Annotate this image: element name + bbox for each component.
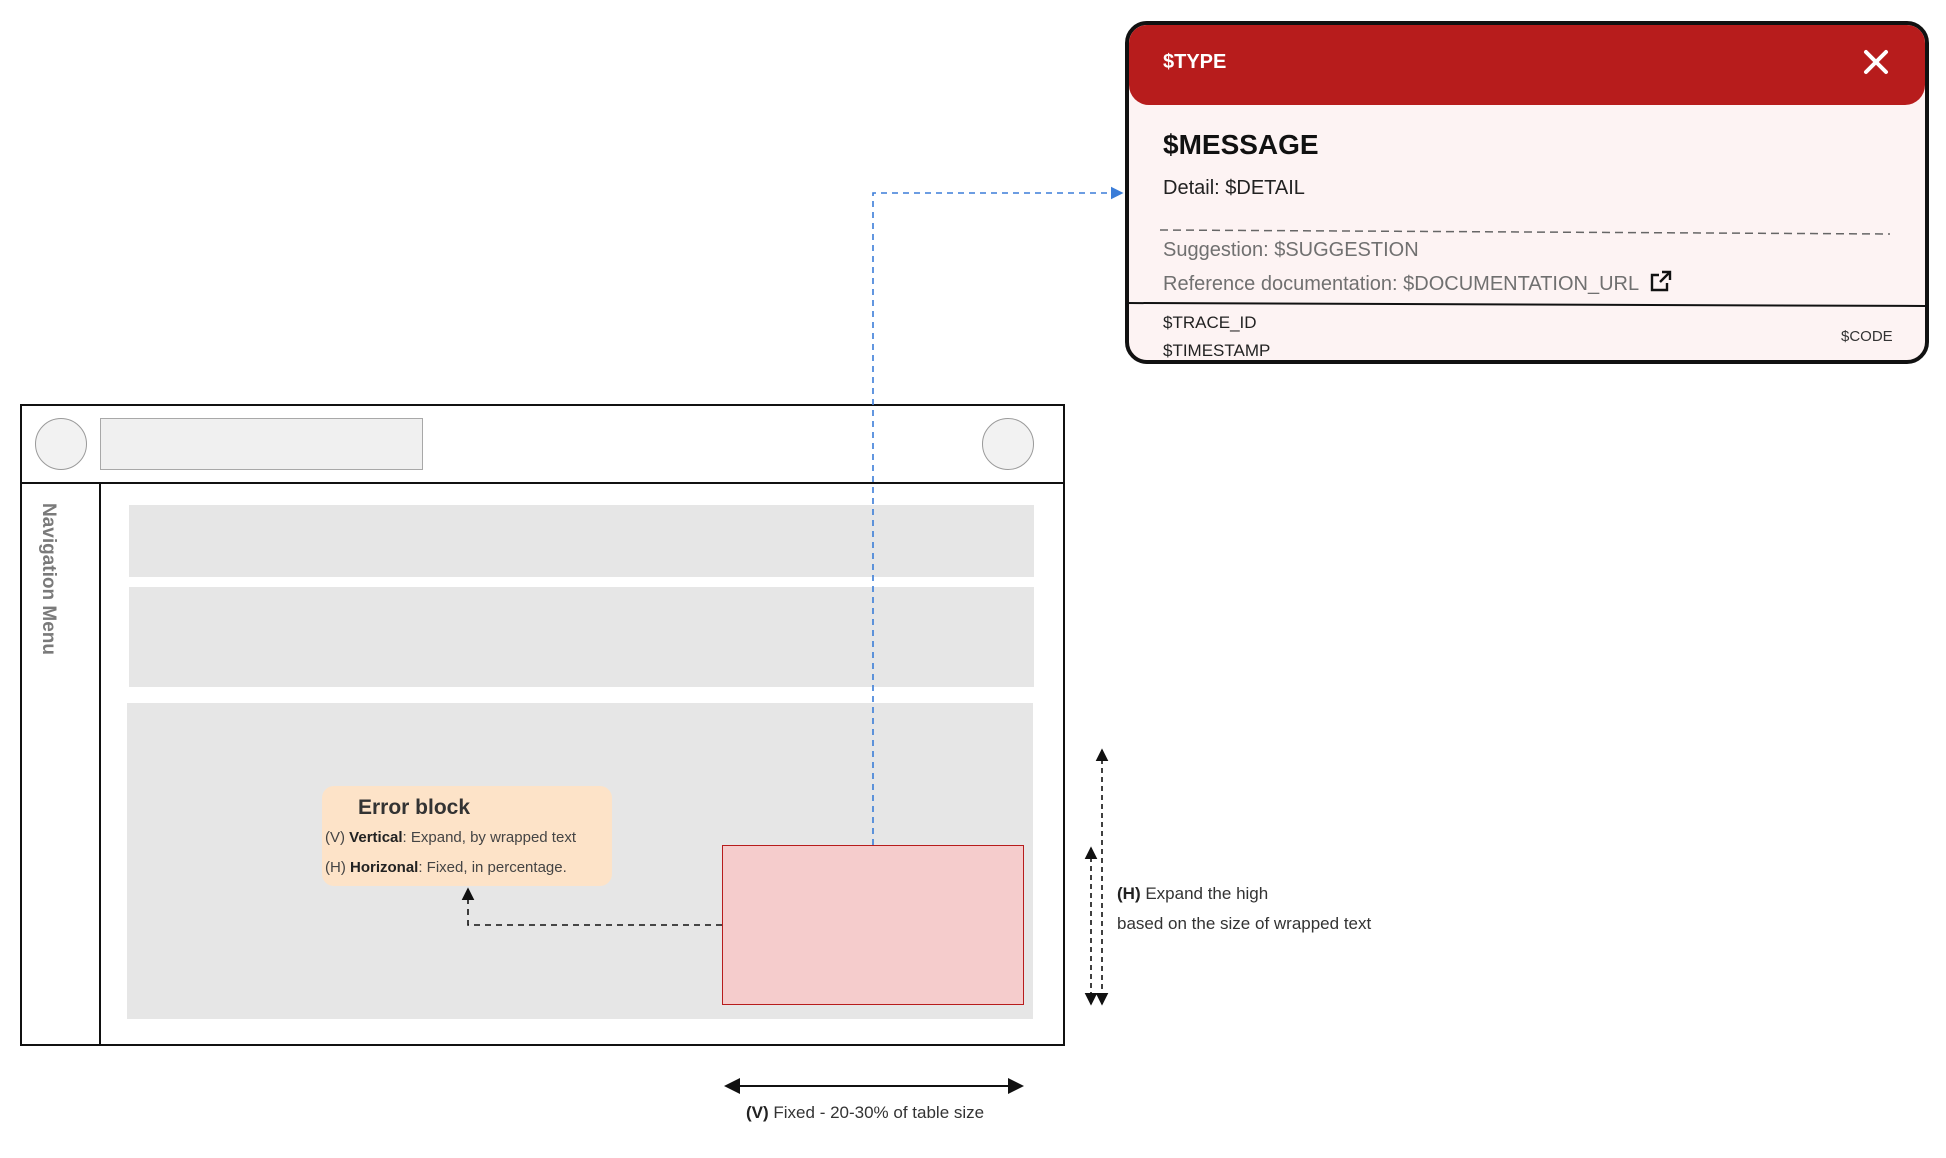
content-block-1	[129, 505, 1034, 577]
note-horizontal-line: (H) Horizonal: Fixed, in percentage.	[325, 859, 567, 876]
width-annotation: (V) Fixed - 20-30% of table size	[746, 1103, 985, 1122]
error-detail: Detail: $DETAIL	[1163, 177, 1305, 199]
error-type: $TYPE	[1163, 51, 1227, 73]
content-block-2	[129, 587, 1034, 687]
error-block-note-title: Error block	[358, 796, 471, 819]
note-vertical-line: (V) Vertical: Expand, by wrapped text	[325, 829, 576, 846]
navigation-menu-label: Navigation Menu	[38, 503, 59, 656]
sidebar-divider	[99, 483, 101, 1046]
error-message: $MESSAGE	[1163, 129, 1319, 160]
error-card: $TYPE $MESSAGE Detail: $DETAIL Suggestio…	[1125, 21, 1929, 364]
trace-id: $TRACE_ID	[1163, 313, 1257, 332]
external-link-icon[interactable]	[1649, 269, 1673, 299]
topbar-divider	[20, 482, 1065, 484]
close-icon[interactable]	[1859, 45, 1893, 79]
search-input[interactable]	[100, 418, 423, 470]
error-suggestion: Suggestion: $SUGGESTION	[1163, 239, 1419, 261]
documentation-label: Reference documentation: $DOCUMENTATION_…	[1163, 273, 1640, 295]
error-documentation-link[interactable]: Reference documentation: $DOCUMENTATION_…	[1163, 269, 1673, 299]
height-annotation-line2: based on the size of wrapped text	[1117, 914, 1372, 933]
error-code: $CODE	[1841, 328, 1893, 345]
error-block-note	[322, 786, 612, 886]
error-card-header	[1129, 25, 1925, 105]
menu-avatar-icon[interactable]	[35, 418, 87, 470]
timestamp: $TIMESTAMP	[1163, 341, 1271, 360]
error-block[interactable]	[722, 845, 1024, 1005]
profile-avatar-icon[interactable]	[982, 418, 1034, 470]
height-annotation-line1: (H) Expand the high	[1117, 884, 1269, 903]
